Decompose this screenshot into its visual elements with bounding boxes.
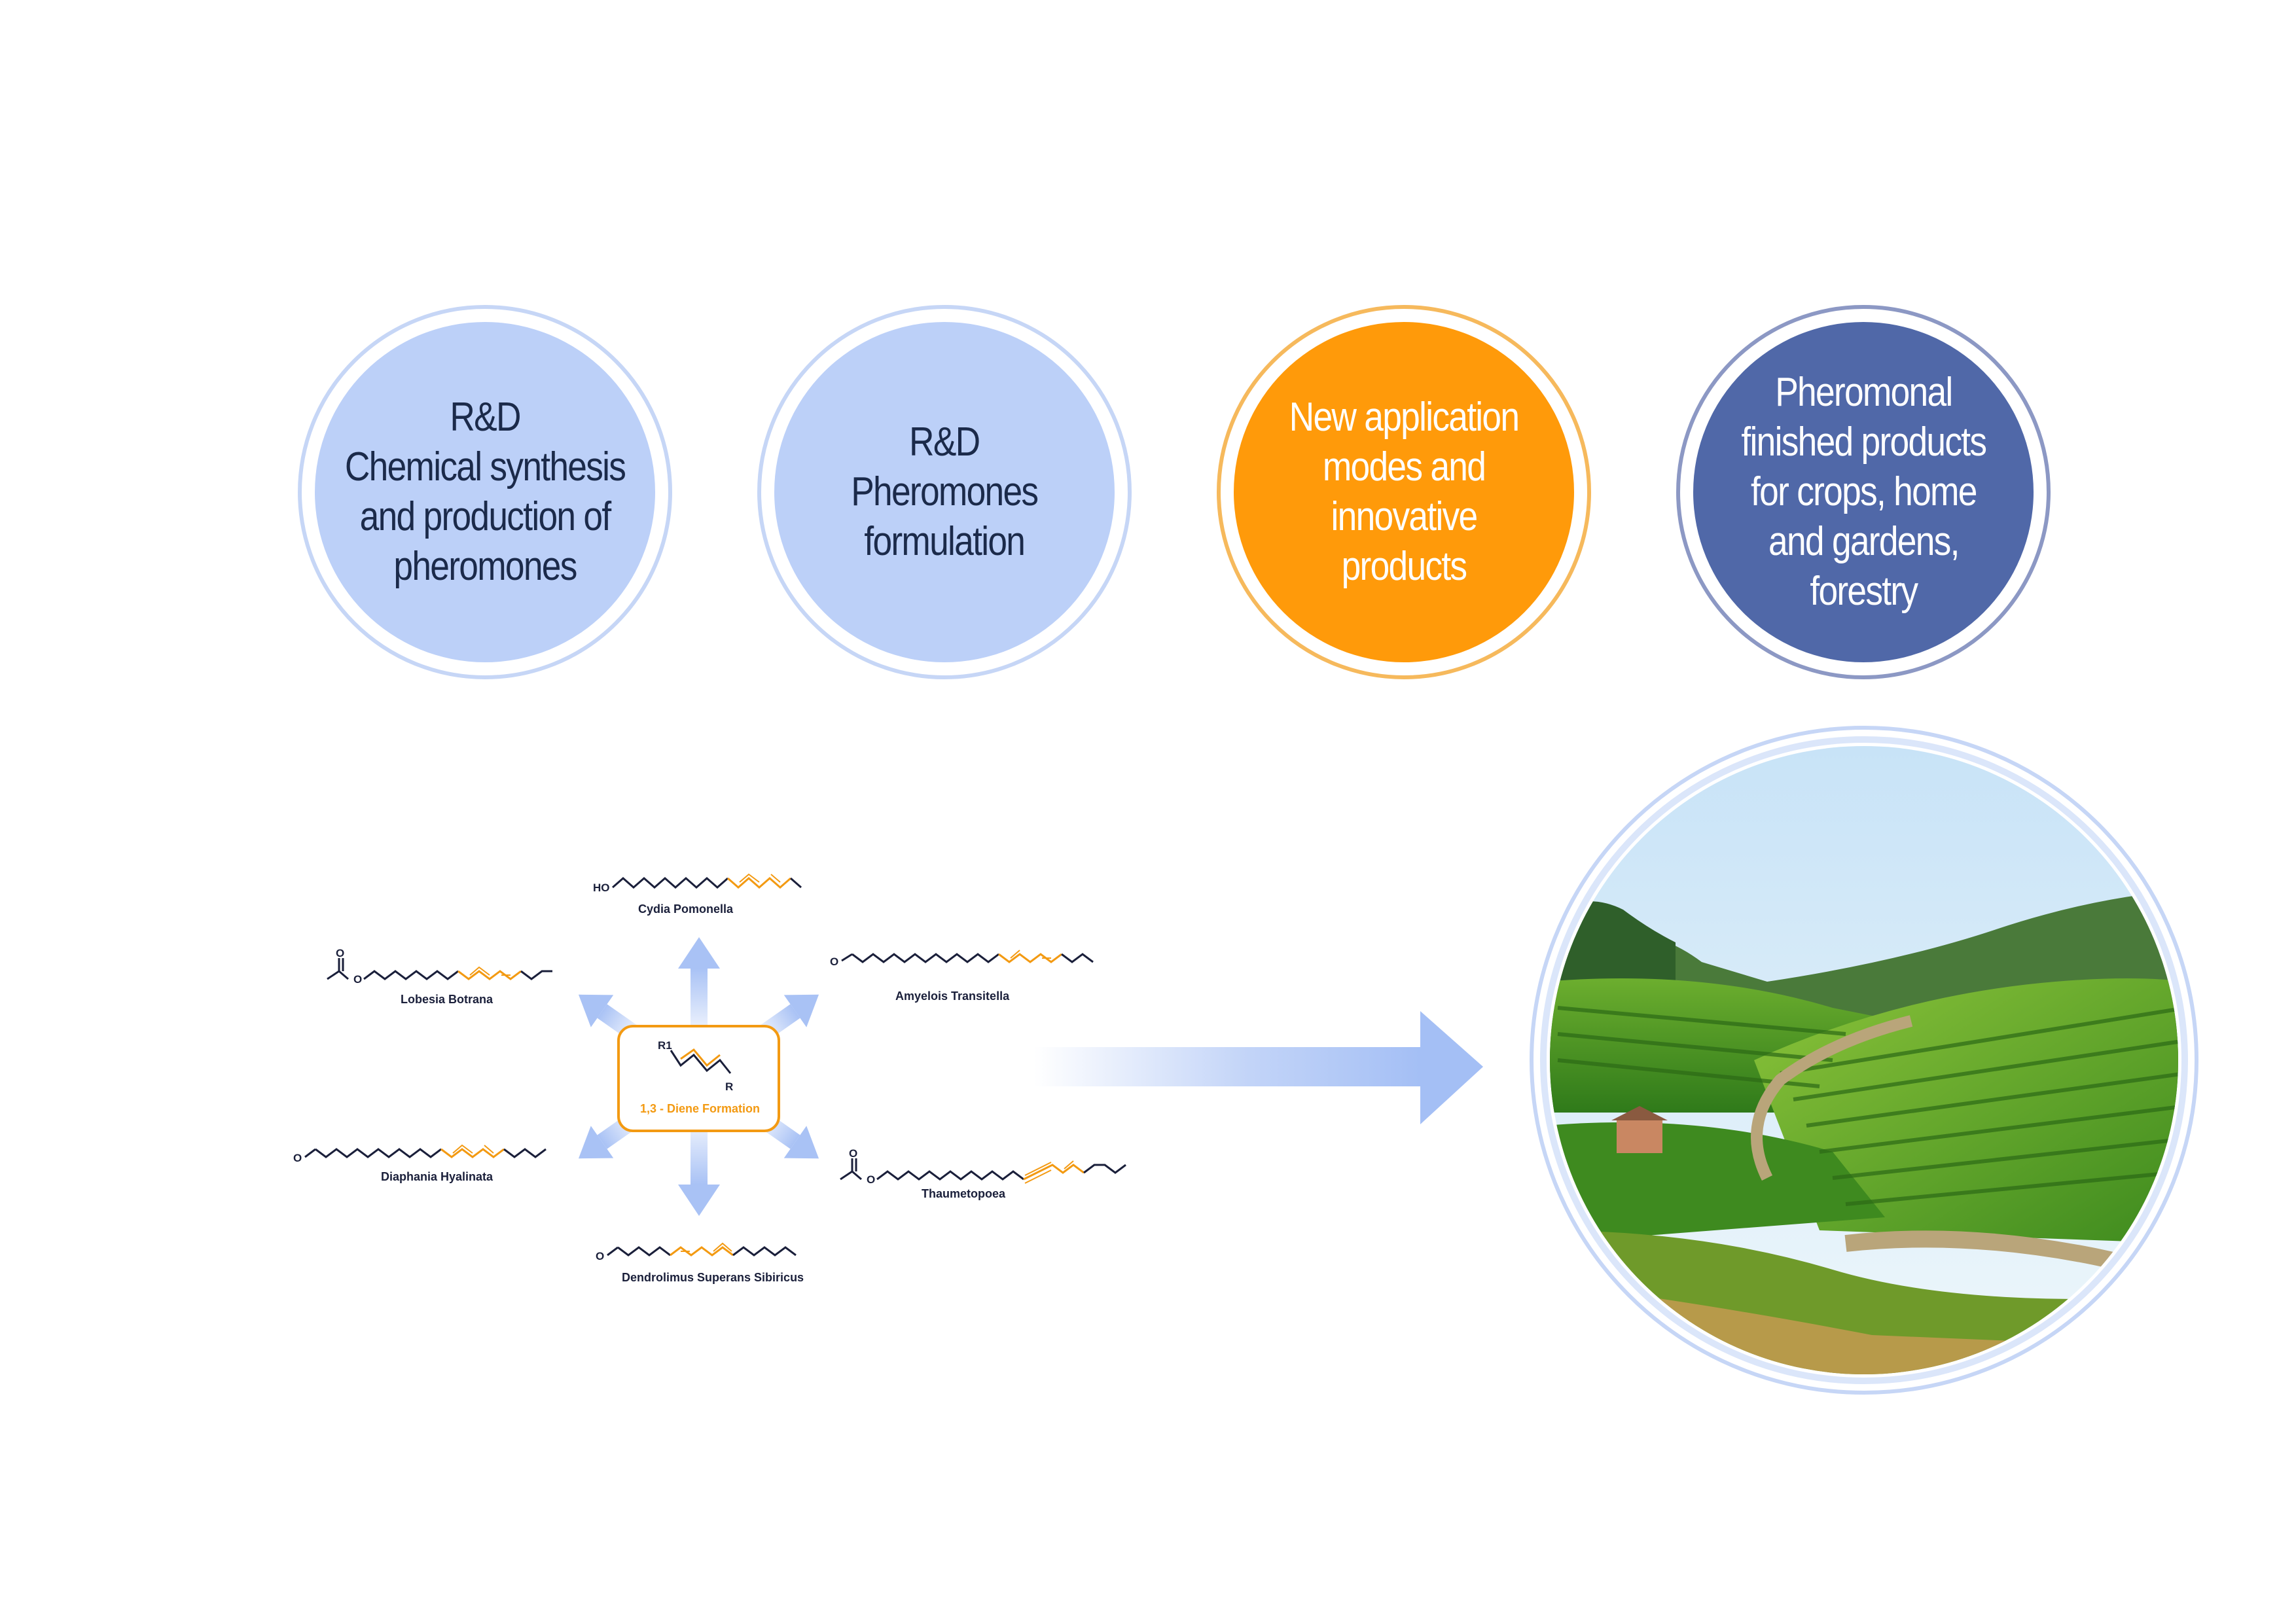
molecule-diaphania-hyalinata: O Diaphania Hyalinata (293, 1144, 547, 1183)
vineyard-landscape-photo (1530, 726, 2198, 1395)
amyelois-transitella-label: Amyelois Transitella (895, 990, 1010, 1003)
molecule-amyelois-transitella: O Amyelois Transitella (830, 950, 1094, 1003)
thaumetopoea-ester-o: O (867, 1173, 875, 1186)
diaphania-head-atom: O (293, 1152, 302, 1164)
molecule-cydia-pomonella: HO Cydia Pomonella (593, 873, 802, 916)
dendrolimus-label: Dendrolimus Superans Sibiricus (622, 1271, 804, 1284)
new-application-circle: New application modes and innovative pro… (1217, 305, 1591, 679)
thaumetopoea-carbonyl-o: O (849, 1147, 857, 1160)
rnd-formulation-text: R&D Pheromones formulation (851, 419, 1039, 564)
big-arrow (1034, 1011, 1483, 1124)
finished-products-text: Pheromonal finished products for crops, … (1741, 370, 1987, 614)
cydia-head-atom: HO (593, 882, 610, 894)
molecule-dendrolimus: O Dendrolimus Superans Sibiricus (596, 1242, 804, 1284)
molecule-thaumetopoea: O O Thaumetopoea (840, 1147, 1126, 1200)
dendrolimus-head-atom: O (596, 1250, 604, 1262)
finished-products-circle: Pheromonal finished products for crops, … (1676, 305, 2051, 679)
thaumetopoea-label: Thaumetopoea (922, 1187, 1006, 1200)
new-application-text: New application modes and innovative pro… (1289, 395, 1520, 589)
rnd-synthesis-text: R&D Chemical synthesis and production of… (344, 395, 626, 589)
lobesia-carbonyl-o: O (336, 947, 344, 959)
diaphania-hyalinata-label: Diaphania Hyalinata (381, 1170, 493, 1183)
cydia-pomonella-label: Cydia Pomonella (638, 902, 734, 916)
lobesia-ester-o: O (353, 973, 362, 986)
amyelois-head-atom: O (830, 955, 838, 968)
molecule-lobesia-botrana: O O Lobesia Botrana (327, 947, 552, 1006)
diene-formation-box: R1 R 1,3 - Diene Formation (617, 1025, 780, 1132)
r-label: R (725, 1080, 733, 1093)
lobesia-botrana-label: Lobesia Botrana (401, 993, 493, 1006)
rnd-synthesis-circle: R&D Chemical synthesis and production of… (298, 305, 672, 679)
rnd-formulation-circle: R&D Pheromones formulation (757, 305, 1132, 679)
diene-formation-label: 1,3 - Diene Formation (640, 1102, 760, 1115)
r1-label: R1 (658, 1039, 672, 1052)
